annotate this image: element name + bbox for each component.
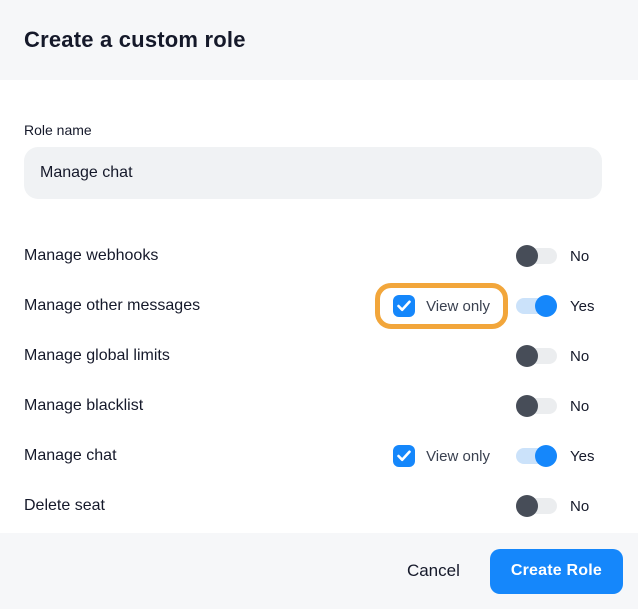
toggle-knob <box>516 495 538 517</box>
toggle-switch[interactable] <box>516 445 557 467</box>
cancel-button[interactable]: Cancel <box>406 561 460 580</box>
toggle-knob <box>516 245 538 267</box>
modal-title: Create a custom role <box>24 27 246 52</box>
view-only-checkbox[interactable] <box>393 445 416 467</box>
checkmark-icon <box>397 450 411 462</box>
toggle-switch[interactable] <box>516 495 557 517</box>
toggle-knob <box>535 445 557 467</box>
permission-controls: No <box>516 245 602 267</box>
modal-header: Create a custom role <box>0 0 638 80</box>
permission-label: Manage global limits <box>24 347 170 364</box>
toggle-state-label: No <box>570 397 590 415</box>
view-only-label: View only <box>426 297 490 315</box>
toggle-switch[interactable] <box>516 245 557 267</box>
toggle-switch[interactable] <box>516 345 557 367</box>
toggle-knob <box>535 295 557 317</box>
view-only-checkbox[interactable] <box>393 295 416 317</box>
role-name-input[interactable] <box>24 147 602 199</box>
checkmark-icon <box>397 300 411 312</box>
permission-row: Manage global limits No <box>24 331 602 381</box>
toggle-state-label: Yes <box>570 447 595 465</box>
toggle-state-label: No <box>570 497 590 515</box>
permission-controls: View only Yes <box>375 433 602 479</box>
toggle-switch[interactable] <box>516 395 557 417</box>
permission-label: Delete seat <box>24 497 105 514</box>
toggle-knob <box>516 395 538 417</box>
permission-controls: View only Yes <box>375 283 602 329</box>
permission-row: Manage other messages View only Yes <box>24 281 602 331</box>
toggle-state-label: No <box>570 347 590 365</box>
view-only-label: View only <box>426 447 490 465</box>
modal-body: Role name Manage webhooks No Manage othe… <box>0 80 638 531</box>
permission-row: Manage webhooks No <box>24 231 602 281</box>
permission-label: Manage other messages <box>24 297 201 314</box>
permission-row: Manage chat View only Yes <box>24 431 602 481</box>
modal-footer: Cancel Create Role <box>0 533 638 609</box>
toggle-state-label: Yes <box>570 297 595 315</box>
permission-label: Manage webhooks <box>24 247 159 264</box>
permission-row: Manage blacklist No <box>24 381 602 431</box>
toggle-state-label: No <box>570 247 590 265</box>
permission-row: Delete seat No <box>24 481 602 531</box>
permission-controls: No <box>516 395 602 417</box>
view-only-group: View only <box>375 433 508 479</box>
role-name-label: Role name <box>24 122 92 138</box>
permission-label: Manage blacklist <box>24 397 144 414</box>
view-only-group: View only <box>375 283 508 329</box>
toggle-knob <box>516 345 538 367</box>
permissions-list: Manage webhooks No Manage other messages… <box>24 231 602 531</box>
create-role-button[interactable]: Create Role <box>489 548 623 594</box>
permission-label: Manage chat <box>24 447 117 464</box>
permission-controls: No <box>516 495 602 517</box>
toggle-switch[interactable] <box>516 295 557 317</box>
permission-controls: No <box>516 345 602 367</box>
